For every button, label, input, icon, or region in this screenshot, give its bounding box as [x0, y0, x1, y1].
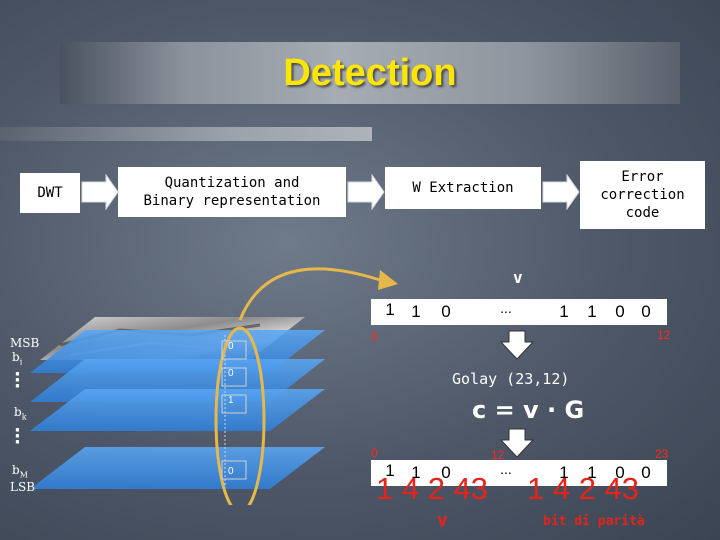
top-bit-ellipsis: ...	[500, 300, 512, 316]
top-bit-2: 0	[441, 302, 451, 321]
arrow-dwt-to-quant-icon	[81, 174, 119, 210]
v-label: v	[513, 268, 523, 287]
w-extraction-label: W Extraction	[412, 179, 514, 196]
vdots-upper: ···	[14, 364, 21, 397]
red-codeword-left: 1 4 2 43	[376, 471, 489, 506]
bottom-bit-6: 0	[615, 463, 625, 482]
bk-label: bk	[14, 405, 27, 422]
page-title: Detection	[283, 52, 457, 94]
top-bit-1: 1	[411, 302, 421, 321]
curved-arrow-icon	[238, 267, 398, 321]
bottom-index-end: 23	[655, 447, 669, 461]
top-bit-7: 0	[641, 302, 651, 321]
bottom-bit-1: 1	[411, 463, 421, 482]
plane-value-bi: 0	[228, 368, 234, 379]
plane-value-msb: 0	[228, 341, 234, 352]
bottom-bit-7: 0	[641, 463, 651, 482]
pixel-column-ellipse	[214, 326, 266, 505]
plane-value-bk: 1	[228, 395, 234, 406]
top-index-start: 0	[371, 330, 378, 344]
golay-label: Golay (23,12)	[452, 370, 570, 388]
bottom-bit-0: 1	[385, 461, 395, 480]
w-extraction-box: W Extraction	[385, 167, 541, 209]
red-v-label: v	[437, 510, 448, 531]
bottom-bit-4: 1	[559, 463, 569, 482]
ecc-label-line1: Error	[621, 168, 664, 185]
dwt-label: DWT	[37, 184, 63, 201]
title-band	[60, 42, 680, 104]
plane-bk	[30, 389, 325, 431]
bottom-bit-5: 1	[587, 463, 597, 482]
bottom-bit-row	[371, 460, 667, 486]
top-bit-6: 0	[615, 302, 625, 321]
bm-label: bM	[12, 463, 28, 480]
red-codeword-right: 1 4 2 43	[527, 471, 640, 506]
bi-label: bi	[12, 350, 23, 367]
plane-value-lsb: 0	[228, 466, 234, 477]
bottom-index-start: 0	[371, 446, 378, 460]
top-bit-4: 1	[559, 302, 569, 321]
arrow-down-golay-icon	[500, 330, 534, 360]
bottom-bit-ellipsis: ...	[500, 461, 512, 477]
ecc-label-line2: correction	[600, 186, 685, 203]
ecc-label-line3: code	[625, 205, 660, 222]
bottom-index-mid: 12	[491, 448, 505, 462]
error-correction-box: Error correction code	[580, 161, 705, 229]
encoding-formula: c = v · G	[472, 396, 585, 424]
top-bit-0: 1	[385, 300, 395, 319]
vdots-lower: ···	[14, 420, 21, 453]
dwt-box: DWT	[20, 173, 80, 213]
quantization-label-line2: Binary representation	[143, 193, 321, 209]
bottom-bit-2: 0	[441, 463, 451, 482]
arrow-down-codeword-icon	[500, 428, 534, 458]
parity-bits-label: bit di parità	[543, 514, 645, 529]
quantization-box: Quantization and Binary representation	[118, 167, 346, 217]
top-bit-5: 1	[587, 302, 597, 321]
bitplane-stack	[30, 317, 325, 505]
arrow-quant-to-wext-icon	[347, 174, 385, 210]
lsb-label: LSB	[10, 480, 36, 494]
top-index-end: 12	[657, 328, 671, 342]
title-rule	[0, 127, 372, 141]
msb-label: MSB	[10, 336, 40, 350]
arrow-wext-to-ecc-icon	[542, 174, 580, 210]
top-bit-row	[371, 299, 667, 325]
quantization-label-line1: Quantization and	[164, 174, 300, 191]
plane-lsb	[30, 447, 325, 489]
